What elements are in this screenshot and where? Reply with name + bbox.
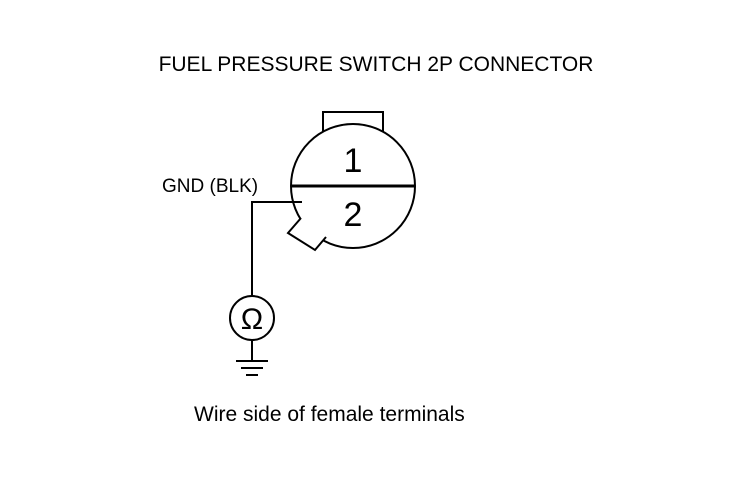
ohmmeter-symbol: Ω [241, 303, 263, 336]
wire-label: GND (BLK) [162, 176, 258, 197]
probe-wire [251, 201, 302, 296]
ground-icon [236, 360, 268, 376]
terminal-2-number: 2 [344, 196, 363, 234]
ohmmeter-icon: Ω [229, 295, 275, 341]
terminal-1-number: 1 [344, 142, 363, 180]
connector [286, 111, 416, 252]
connector-key-notch [286, 217, 327, 252]
diagram-title: FUEL PRESSURE SWITCH 2P CONNECTOR [159, 53, 594, 76]
diagram-caption: Wire side of female terminals [194, 403, 465, 426]
